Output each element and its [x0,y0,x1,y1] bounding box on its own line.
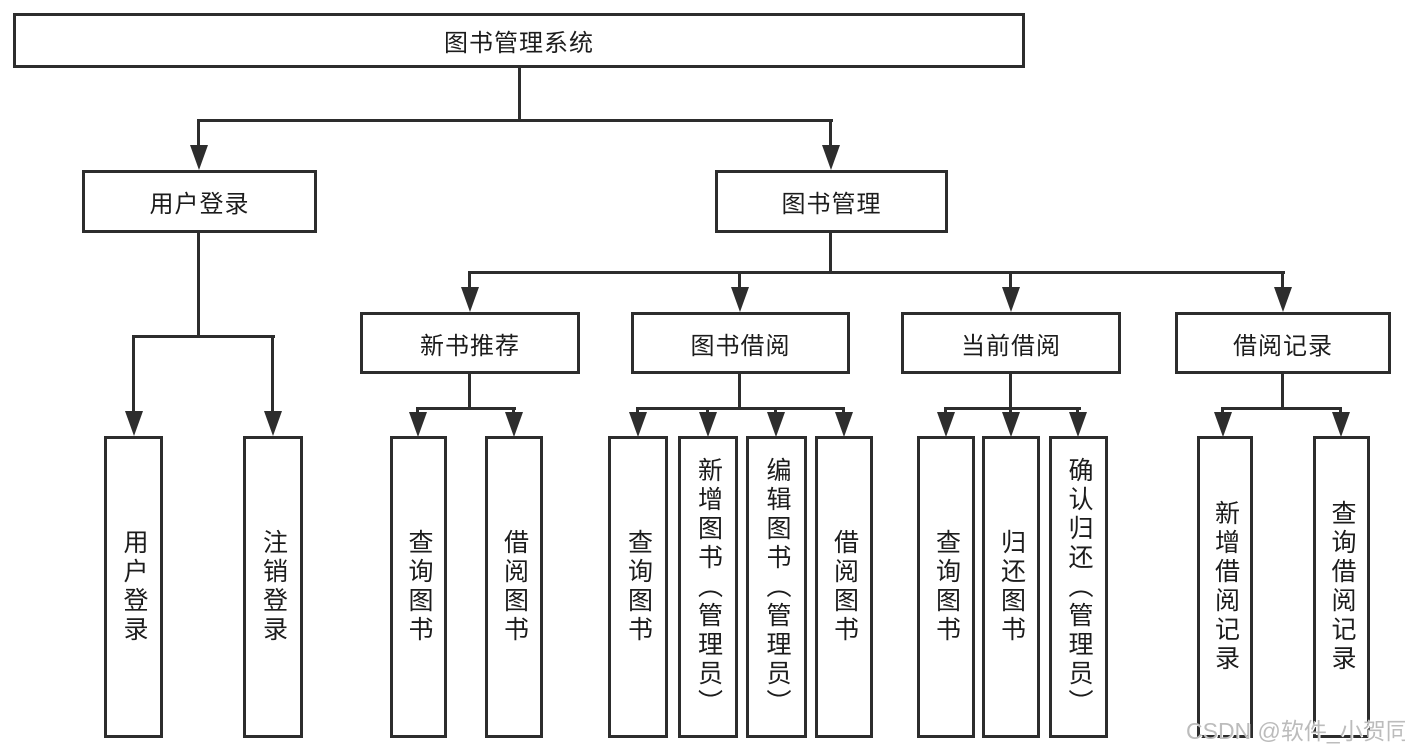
node-current-borrowing: 当前借阅 [901,312,1121,374]
connector-drop-borrowing-records [1281,271,1284,287]
leaf-br-add-record-label: 新增借阅记录 [1211,500,1240,674]
node-book-management-label: 图书管理 [781,191,882,218]
leaf-bb-edit-books-admin-label: 编辑图书（管理员） [763,456,791,718]
node-borrowing-records-label: 借阅记录 [1233,332,1333,360]
leaf-br-query-record-label: 查询借阅记录 [1328,500,1356,674]
node-library-system-label: 图书管理系统 [444,30,594,57]
node-borrowing-records: 借阅记录 [1175,312,1391,374]
connector-new-book-rail [416,407,516,410]
leaf-br-query-record: 查询借阅记录 [1313,436,1370,738]
connector-drop-bb-add [706,407,709,415]
leaf-bb-add-books-admin-label: 新增图书（管理员） [694,456,723,718]
connector-current-borrowing-rail [944,407,1081,410]
arrowhead-br-add [1214,412,1232,437]
connector-drop-new-book [468,271,471,287]
connector-current-borrowing-stem [1009,373,1012,410]
arrowhead-nb-query [409,412,427,437]
node-new-book-recommend-label: 新书推荐 [420,332,520,360]
leaf-user-login-label: 用户登录 [120,529,148,645]
arrowhead-bb-query [629,412,647,437]
connector-drop-cb-query [944,407,947,415]
arrowhead-user-login [190,145,208,170]
connector-drop-br-query [1339,407,1342,415]
connector-drop-book-borrowing [738,271,741,287]
connector-drop-cb-confirm [1076,407,1079,415]
node-current-borrowing-label: 当前借阅 [961,332,1061,360]
leaf-cb-confirm-return-admin-label: 确认归还（管理员） [1065,456,1093,718]
leaf-bb-edit-books-admin: 编辑图书（管理员） [746,436,807,738]
connector-level2-rail [197,119,833,122]
leaf-nb-query-books: 查询图书 [390,436,447,738]
arrowhead-cb-return [1002,412,1020,437]
node-book-management: 图书管理 [715,170,948,233]
connector-book-management-stem [829,232,832,274]
leaf-nb-borrow-books-label: 借阅图书 [500,529,529,645]
arrowhead-new-book [461,287,479,312]
connector-drop-bb-edit [774,407,777,415]
leaf-bb-query-books-label: 查询图书 [624,529,653,645]
arrowhead-bb-add [699,412,717,437]
connector-drop-bb-query [636,407,639,415]
arrowhead-cb-query [937,412,955,437]
leaf-cb-return-books-label: 归还图书 [997,529,1026,645]
connector-level3-rail [468,271,1285,274]
arrowhead-cb-confirm [1069,412,1087,437]
leaf-nb-borrow-books: 借阅图书 [485,436,543,738]
leaf-logout: 注销登录 [243,436,303,738]
node-new-book-recommend: 新书推荐 [360,312,580,374]
node-book-borrowing: 图书借阅 [631,312,850,374]
connector-drop-bb-borrow [842,407,845,415]
csdn-watermark: CSDN @软件_小贺同学 [1186,718,1405,744]
connector-drop-current-borrowing [1009,271,1012,287]
connector-user-login-rail [132,335,275,338]
node-library-system: 图书管理系统 [13,13,1025,68]
leaf-nb-query-books-label: 查询图书 [405,529,433,645]
node-user-login-label: 用户登录 [149,191,250,218]
connector-drop-user-login [197,119,200,147]
connector-drop-book-management [829,119,832,147]
arrowhead-book-management [822,145,840,170]
connector-book-borrowing-rail [636,407,845,410]
connector-drop-nb-borrow [512,407,515,415]
connector-drop-br-add [1221,407,1224,415]
leaf-logout-label: 注销登录 [259,529,288,645]
leaf-cb-confirm-return-admin: 确认归还（管理员） [1049,436,1108,738]
arrowhead-bb-borrow [835,412,853,437]
arrowhead-book-borrowing [731,287,749,312]
node-book-borrowing-label: 图书借阅 [690,332,791,360]
connector-borrowing-records-rail [1221,407,1342,410]
arrowhead-bb-edit [767,412,785,437]
connector-drop-nb-query [416,407,419,415]
connector-book-borrowing-stem [738,373,741,410]
arrowhead-nb-borrow [505,412,523,437]
connector-borrowing-records-stem [1281,373,1284,410]
leaf-user-login: 用户登录 [104,436,163,738]
arrowhead-br-query [1332,412,1350,437]
arrowhead-leaf-logout [264,411,282,436]
leaf-bb-query-books: 查询图书 [608,436,668,738]
leaf-bb-borrow-books-label: 借阅图书 [830,529,859,645]
leaf-cb-query-books-label: 查询图书 [932,529,961,645]
connector-drop-cb-return [1009,407,1012,415]
leaf-bb-borrow-books: 借阅图书 [815,436,873,738]
leaf-cb-query-books: 查询图书 [917,436,975,738]
leaf-cb-return-books: 归还图书 [982,436,1040,738]
node-user-login: 用户登录 [82,170,317,233]
leaf-br-add-record: 新增借阅记录 [1197,436,1253,738]
connector-drop-leaf-logout [271,335,274,413]
leaf-bb-add-books-admin: 新增图书（管理员） [678,436,738,738]
arrowhead-borrowing-records [1274,287,1292,312]
connector-drop-leaf-user-login [132,335,135,413]
arrowhead-leaf-user-login [125,411,143,436]
arrowhead-current-borrowing [1002,287,1020,312]
connector-new-book-stem [468,373,471,410]
connector-user-login-stem [197,232,200,337]
connector-root-stem [518,67,521,122]
